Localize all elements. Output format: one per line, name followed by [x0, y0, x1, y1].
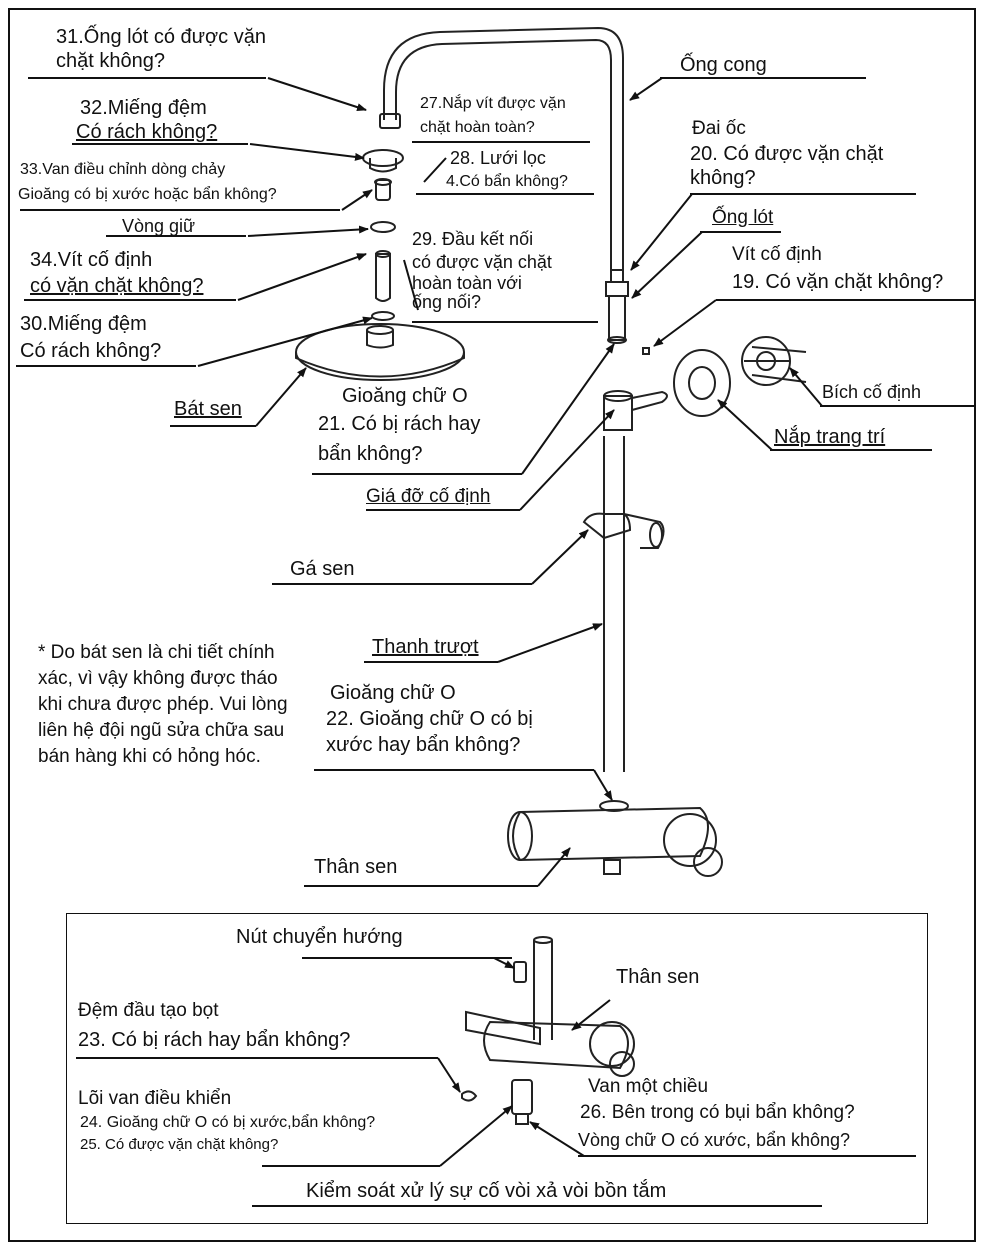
- inset-title: Kiểm soát xử lý sự cố vòi xả vòi bồn tắm: [306, 1180, 667, 1202]
- label-oring-21: Gioăng chữ O: [342, 385, 468, 407]
- label-21-line1: 21. Có bị rách hay: [318, 413, 481, 435]
- aerator-gasket: [461, 1090, 478, 1102]
- label-slide-holder: Gá sen: [290, 558, 355, 580]
- fixing-screw-34: [375, 253, 391, 302]
- label-nut: Đai ốc: [692, 118, 746, 139]
- label-29-line1: 29. Đầu kết nối: [412, 229, 534, 249]
- inset-label-cartridge: Lõi van điều khiển: [78, 1088, 232, 1109]
- label-32-line2: Có rách không?: [76, 121, 218, 143]
- gasket-30: [371, 311, 395, 321]
- label-oring-22: Gioăng chữ O: [330, 682, 456, 704]
- label-34-line1: 34.Vít cố định: [30, 249, 153, 271]
- label-29-line3: hoàn toàn với: [412, 273, 522, 293]
- label-31-line1: 31.Ống lót có được vặn: [56, 26, 266, 48]
- curved-arm: [383, 26, 624, 270]
- label-34-line2: có vặn chặt không?: [30, 275, 204, 297]
- label-28-filter: 28. Lưới lọc: [450, 148, 546, 168]
- label-29-line2: có được vặn chặt: [412, 252, 552, 272]
- inset-label-check-valve: Van một chiều: [588, 1076, 709, 1097]
- label-20-line1: 20. Có được vặn chặt: [690, 143, 884, 165]
- label-sleeve: Ống lót: [712, 207, 774, 228]
- control-cartridge: [511, 1079, 533, 1115]
- fixing-bracket: [603, 395, 633, 431]
- label-33-line2: Gioăng có bị xước hoặc bẩn không?: [18, 186, 277, 203]
- label-fixing-flange: Bích cố định: [822, 382, 922, 402]
- label-slide-bar: Thanh trượt: [372, 636, 479, 658]
- label-4: 4.Có bẩn không?: [446, 173, 568, 190]
- label-shower-head: Bát sen: [174, 398, 242, 420]
- inset-label-aerator: Đệm đầu tạo bọt: [78, 1000, 219, 1021]
- label-fixing-bracket: Giá đỡ cố định: [366, 486, 491, 507]
- inset-label-oring: Vòng chữ O có xước, bẩn không?: [578, 1130, 851, 1150]
- label-30-line1: 30.Miếng đệm: [20, 313, 147, 335]
- label-decorative-cap: Nắp trang trí: [774, 426, 886, 448]
- warning-note: * Do bát sen là chi tiết chính xác, vì v…: [38, 642, 288, 768]
- label-22-line2: xước hay bẩn không?: [326, 734, 521, 756]
- outer-frame: [8, 8, 976, 1242]
- label-fixing-screw: Vít cố định: [732, 244, 822, 265]
- inset-valve-body: [483, 1020, 629, 1070]
- label-valve-body: Thân sen: [314, 856, 398, 878]
- inset-label-24: 24. Gioăng chữ O có bị xước,bẩn không?: [80, 1114, 376, 1131]
- label-curved-pipe: Ống cong: [680, 54, 767, 76]
- retaining-ring: [370, 221, 396, 233]
- inset-label-26: 26. Bên trong có bụi bẩn không?: [580, 1102, 855, 1123]
- bathtub-faucet-inset: [66, 913, 928, 1224]
- label-20-line2: không?: [690, 167, 756, 189]
- nut-20: [605, 281, 629, 297]
- decorative-cap: [673, 349, 731, 417]
- inset-label-25: 25. Có được vặn chặt không?: [80, 1136, 279, 1153]
- label-27-line1: 27.Nắp vít được vặn: [420, 95, 566, 112]
- label-27-line2: chặt hoàn toàn?: [420, 119, 535, 136]
- inset-label-diverter: Nút chuyển hướng: [236, 926, 403, 948]
- label-19: 19. Có vặn chặt không?: [732, 271, 944, 293]
- valve-body: [512, 806, 709, 862]
- label-32-line1: 32.Miếng đệm: [80, 97, 207, 119]
- sleeve: [608, 295, 626, 341]
- label-31-line2: chặt không?: [56, 50, 165, 72]
- label-30-line2: Có rách không?: [20, 340, 162, 362]
- inset-label-body: Thân sen: [616, 966, 700, 988]
- label-retaining-ring: Vòng giữ: [122, 216, 196, 236]
- label-29-line4: ống nối?: [412, 292, 482, 312]
- label-22-line1: 22. Gioăng chữ O có bị: [326, 708, 533, 730]
- inset-label-23: 23. Có bị rách hay bẩn không?: [78, 1029, 351, 1051]
- label-21-line2: bẩn không?: [318, 443, 423, 465]
- label-33-line1: 33.Van điều chỉnh dòng chảy: [20, 161, 226, 178]
- diverter-knob: [513, 961, 527, 983]
